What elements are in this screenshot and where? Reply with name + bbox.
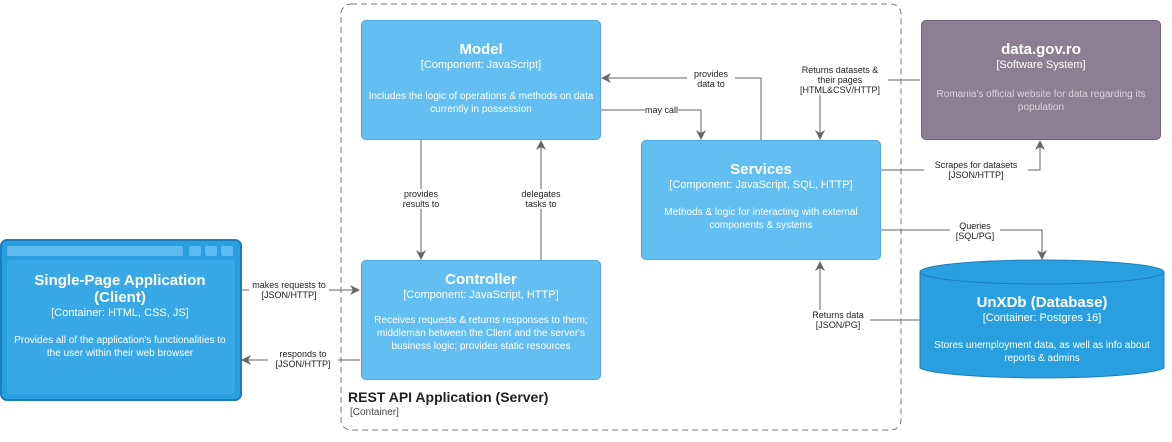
label-returns-data: Returns data [JSON/PG] [806,310,870,330]
db-desc: Stores unemployment data, as well as inf… [934,340,1150,364]
db-type: [Container: Postgres 16] [982,312,1102,324]
model-component[interactable]: Model [Component: JavaScript] Includes t… [361,20,601,140]
datagov-title: data.gov.ro [1001,41,1081,58]
edge-services-to-model [601,73,762,140]
label-returns-datasets: Returns datasets & their pages [HTML&CSV… [792,65,888,95]
label-provides-results: provides results to [394,189,448,209]
datagov-system[interactable]: data.gov.ro [Software System] Romania's … [921,20,1161,140]
label-makes-requests: makes requests to [JSON/HTTP] [249,280,329,300]
datagov-desc: Romania's official website for data rega… [936,89,1146,113]
controller-type: [Component: JavaScript, HTTP] [403,289,559,301]
db-shape [919,259,1165,379]
label-provides-data: provides data to [687,69,735,89]
label-scrapes: Scrapes for datasets [JSON/HTTP] [924,160,1028,180]
model-desc: Includes the logic of operations & metho… [368,91,594,115]
spa-type: [Container: HTML, CSS, JS] [51,307,189,319]
controller-title: Controller [445,271,517,288]
controller-component[interactable]: Controller [Component: JavaScript, HTTP]… [361,260,601,380]
boundary-title: REST API Application (Server) [348,389,549,405]
datagov-type: [Software System] [996,59,1086,71]
services-title: Services [730,161,792,178]
label-delegates: delegates tasks to [514,189,568,209]
db-title: UnXDb (Database) [976,294,1108,311]
services-component[interactable]: Services [Component: JavaScript, SQL, HT… [641,140,881,260]
edge-model-to-services [601,109,706,140]
boundary-subtitle: [Container] [350,407,399,418]
controller-desc: Receives requests & returns responses to… [374,315,588,352]
model-title: Model [459,41,503,58]
spa-title: Single-Page Application (Client) [34,272,206,306]
spa-desc: Provides all of the application's functi… [14,335,226,359]
spa-container[interactable]: Single-Page Application (Client) [Contai… [3,262,237,394]
server-boundary [340,3,902,431]
label-queries: Queries [SQL/PG] [950,221,1000,241]
services-desc: Methods & logic for interacting with ext… [664,207,858,231]
edge-services-to-db [880,229,1047,260]
services-type: [Component: JavaScript, SQL, HTTP] [669,179,853,191]
spa-shape [0,239,242,401]
label-responds: responds to [JSON/HTTP] [268,349,338,369]
model-type: [Component: JavaScript] [420,59,542,71]
label-may-call: may call [645,105,679,115]
db-container[interactable]: UnXDb (Database) [Container: Postgres 16… [921,290,1163,380]
